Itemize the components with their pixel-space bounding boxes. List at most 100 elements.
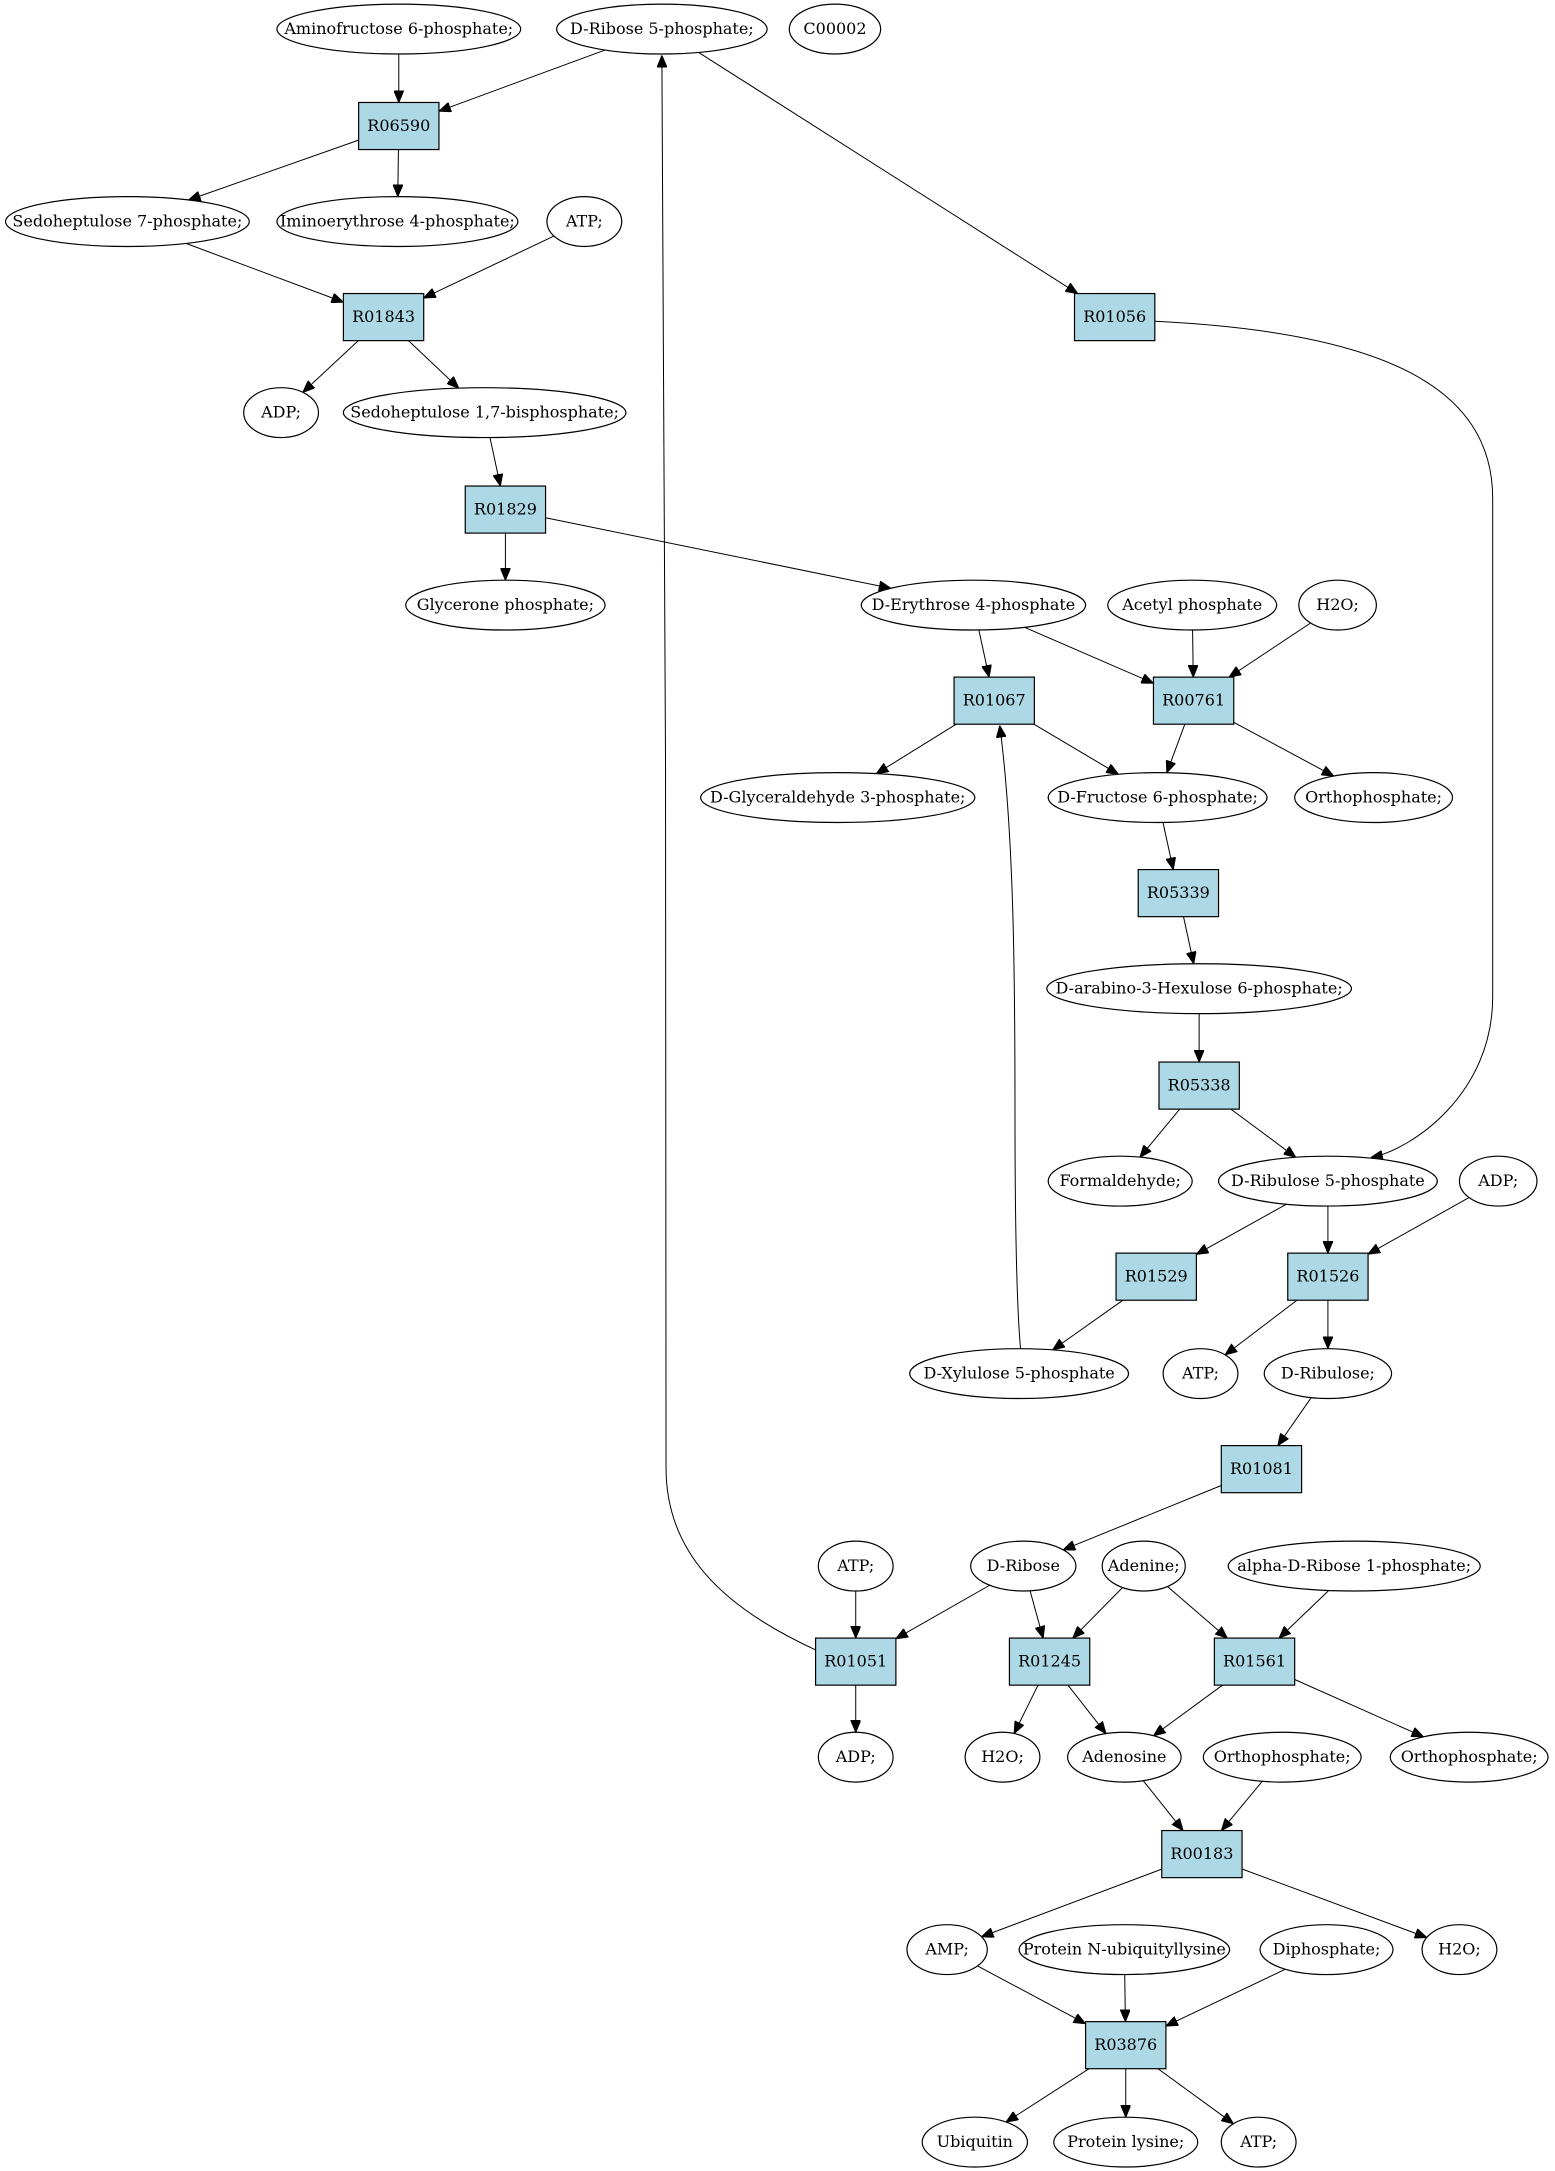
reaction-node-R01829[interactable]: R01829 [464, 485, 547, 534]
compound-node-ribose5p[interactable]: D-Ribose 5-phosphate; [556, 3, 768, 55]
reaction-node-R01056[interactable]: R01056 [1073, 292, 1156, 342]
edge-protubiq-to-R03876 [1125, 1974, 1126, 2022]
compound-node-protlys[interactable]: Protein lysine; [1053, 2116, 1199, 2168]
reaction-box [358, 101, 440, 151]
compound-node-adp1[interactable]: ADP; [243, 387, 320, 439]
compound-node-ortho1[interactable]: Orthophosphate; [1294, 772, 1454, 824]
compound-node-erythrose4p[interactable]: D-Erythrose 4-phosphate [860, 579, 1087, 631]
compound-node-amp[interactable]: AMP; [906, 1924, 988, 1976]
reaction-node-R05338[interactable]: R05338 [1158, 1061, 1240, 1110]
edge-diphos-to-R03876 [1166, 1968, 1286, 2026]
compound-node-acetylp[interactable]: Acetyl phosphate [1107, 579, 1278, 631]
reaction-node-R01843[interactable]: R01843 [342, 292, 425, 342]
compound-ellipse [1047, 772, 1268, 824]
compound-node-ortho2[interactable]: Orthophosphate; [1202, 1731, 1362, 1783]
compound-label: Adenine; [1107, 1556, 1180, 1575]
compound-label: ADP; [835, 1747, 876, 1766]
compound-node-formaldehyde[interactable]: Formaldehyde; [1047, 1155, 1193, 1207]
edge-atp1-to-R01843 [424, 235, 555, 298]
reaction-box [1287, 1252, 1369, 1301]
compound-node-imino4p[interactable]: Iminoerythrose 4-phosphate; [276, 196, 519, 248]
compound-label: Iminoerythrose 4-phosphate; [280, 212, 515, 231]
reaction-label: R05339 [1147, 883, 1210, 902]
compound-label: Aminofructose 6-phosphate; [283, 19, 513, 38]
reaction-box [1158, 1061, 1240, 1110]
compound-node-sedo7p[interactable]: Sedoheptulose 7-phosphate; [4, 196, 250, 248]
reaction-node-R01067[interactable]: R01067 [953, 676, 1035, 725]
reaction-label: R01529 [1125, 1267, 1188, 1286]
reaction-node-R00761[interactable]: R00761 [1152, 676, 1235, 725]
compound-node-ortho3[interactable]: Orthophosphate; [1389, 1731, 1549, 1783]
edge-R01056-to-ribulose5p [1154, 320, 1494, 1157]
compound-label: Protein lysine; [1067, 2132, 1184, 2151]
compound-label: H2O; [1438, 1940, 1481, 1959]
reaction-node-R01051[interactable]: R01051 [814, 1637, 897, 1686]
compound-node-ubiquitin[interactable]: Ubiquitin [921, 2116, 1029, 2168]
compound-node-xylulose5p[interactable]: D-Xylulose 5-phosphate [909, 1348, 1130, 1400]
compound-node-atp2[interactable]: ATP; [1162, 1348, 1239, 1400]
compound-node-diphos[interactable]: Diphosphate; [1259, 1924, 1394, 1976]
reaction-node-R01081[interactable]: R01081 [1220, 1445, 1303, 1494]
reaction-box [953, 676, 1035, 725]
reaction-box [1161, 1829, 1243, 1879]
edge-ribulose5p-to-R01529 [1196, 1203, 1287, 1254]
compound-node-amino6p[interactable]: Aminofructose 6-phosphate; [276, 3, 522, 55]
compound-label: Formaldehyde; [1059, 1171, 1181, 1190]
compound-ellipse [1421, 1924, 1498, 1976]
compound-ellipse [906, 1924, 988, 1976]
reaction-node-R01561[interactable]: R01561 [1213, 1637, 1296, 1686]
compound-node-aribose1p[interactable]: alpha-D-Ribose 1-phosphate; [1227, 1540, 1481, 1592]
compound-ellipse [546, 196, 623, 248]
compound-node-adp2[interactable]: ADP; [1458, 1155, 1538, 1207]
compound-node-ribulose[interactable]: D-Ribulose; [1263, 1348, 1393, 1400]
compound-node-f6p[interactable]: D-Fructose 6-phosphate; [1047, 772, 1268, 824]
compound-node-adenosine[interactable]: Adenosine [1066, 1731, 1182, 1783]
edge-f6p-to-R05339 [1162, 822, 1173, 869]
compound-node-hexulose6p[interactable]: D-arabino-3-Hexulose 6-phosphate; [1046, 963, 1353, 1015]
compound-label: D-Xylulose 5-phosphate [923, 1364, 1114, 1383]
compound-node-sedo17bp[interactable]: Sedoheptulose 1,7-bisphosphate; [342, 387, 627, 439]
compound-node-glycerone[interactable]: Glycerone phosphate; [405, 579, 606, 631]
reaction-box [464, 485, 547, 534]
reaction-label: R01526 [1296, 1267, 1359, 1286]
compound-node-atp4[interactable]: ATP; [1220, 2116, 1297, 2168]
compound-node-h2o1[interactable]: H2O; [1298, 579, 1377, 631]
reaction-node-R01529[interactable]: R01529 [1115, 1252, 1197, 1301]
edge-R00761-to-ortho1 [1233, 721, 1334, 776]
compound-ellipse [276, 196, 519, 248]
compound-label: D-Ribose [987, 1556, 1060, 1575]
compound-node-ribose[interactable]: D-Ribose [970, 1540, 1077, 1592]
compound-node-protubiq[interactable]: Protein N-ubiquityllysine [1018, 1924, 1231, 1976]
compound-ellipse [1053, 2116, 1199, 2168]
compound-ellipse [556, 3, 768, 55]
compound-label: Sedoheptulose 1,7-bisphosphate; [350, 403, 619, 422]
edge-R01067-to-g3p [876, 723, 957, 773]
compound-node-c00002[interactable]: C00002 [788, 3, 882, 55]
edge-ribose-to-R01051 [896, 1584, 990, 1638]
compound-node-atp1[interactable]: ATP; [546, 196, 623, 248]
reaction-node-R06590[interactable]: R06590 [358, 101, 440, 151]
edge-R06590-to-sedo7p [189, 139, 359, 200]
compound-node-h2o2[interactable]: H2O; [964, 1731, 1041, 1783]
reaction-label: R01843 [352, 307, 415, 326]
compound-label: D-Fructose 6-phosphate; [1057, 788, 1258, 807]
compound-ellipse [1220, 2116, 1297, 2168]
compound-node-g3p[interactable]: D-Glyceraldehyde 3-phosphate; [700, 772, 976, 824]
reaction-node-R00183[interactable]: R00183 [1161, 1829, 1243, 1879]
reaction-node-R05339[interactable]: R05339 [1137, 868, 1220, 918]
compound-node-ribulose5p[interactable]: D-Ribulose 5-phosphate [1217, 1155, 1438, 1207]
compound-node-atp3[interactable]: ATP; [817, 1540, 894, 1592]
reaction-node-R03876[interactable]: R03876 [1084, 2021, 1167, 2070]
compound-node-adenine[interactable]: Adenine; [1101, 1540, 1186, 1592]
edge-R01561-to-ortho3 [1294, 1679, 1424, 1736]
edge-R03876-to-atp4 [1157, 2068, 1233, 2124]
compound-ellipse [817, 1540, 894, 1592]
reaction-label: R00183 [1170, 1844, 1233, 1863]
reaction-node-R01245[interactable]: R01245 [1008, 1637, 1091, 1686]
nodes-layer: Aminofructose 6-phosphate; D-Ribose 5-pho… [4, 3, 1549, 2168]
compound-label: Adenosine [1081, 1747, 1166, 1766]
compound-label: D-arabino-3-Hexulose 6-phosphate; [1056, 979, 1343, 998]
reaction-node-R01526[interactable]: R01526 [1287, 1252, 1369, 1301]
compound-node-adp3[interactable]: ADP; [817, 1731, 894, 1783]
compound-node-h2o3[interactable]: H2O; [1421, 1924, 1498, 1976]
